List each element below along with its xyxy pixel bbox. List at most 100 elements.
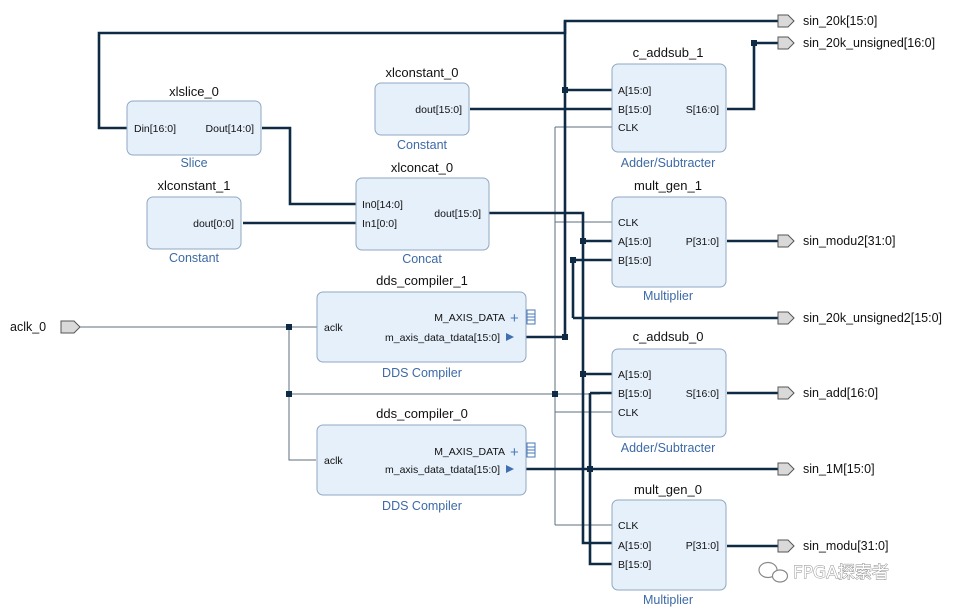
block-dds-compiler-0[interactable]: dds_compiler_0 aclk M_AXIS_DATA + m_axis…	[316, 406, 536, 513]
output-port-sin-1m[interactable]: sin_1M[15:0]	[777, 462, 875, 476]
pin-a: A[15:0]	[618, 85, 651, 97]
output-port-icon[interactable]	[777, 311, 795, 325]
output-port-sin-20k-unsigned[interactable]: sin_20k_unsigned[16:0]	[777, 36, 935, 50]
port-label: sin_1M[15:0]	[803, 462, 875, 476]
port-label: sin_20k_unsigned[16:0]	[803, 36, 935, 50]
block-mult-gen-1[interactable]: mult_gen_1 CLK A[15:0] B[15:0] P[31:0] M…	[611, 178, 727, 303]
block-xlslice-0[interactable]: xlslice_0 Din[16:0] Dout[14:0] Slice	[126, 84, 262, 170]
pin-tdata: m_axis_data_tdata[15:0]	[385, 464, 500, 476]
pin-clk: CLK	[618, 407, 638, 419]
port-label: sin_20k[15:0]	[803, 14, 877, 28]
output-port-sin-modu[interactable]: sin_modu[31:0]	[777, 539, 888, 553]
block-body[interactable]	[146, 196, 242, 250]
output-port-icon[interactable]	[777, 14, 795, 28]
block-type: Adder/Subtracter	[621, 441, 716, 455]
pin-dout: dout[0:0]	[193, 218, 234, 230]
pin-b: B[15:0]	[618, 559, 651, 571]
pin-aclk: aclk	[324, 322, 343, 334]
block-name: c_addsub_1	[633, 45, 704, 60]
pin-tdata: m_axis_data_tdata[15:0]	[385, 332, 500, 344]
watermark-text: FPGA探索者	[793, 563, 889, 583]
block-body[interactable]	[126, 100, 262, 156]
block-type: Concat	[402, 252, 442, 266]
pin-b: B[15:0]	[618, 255, 651, 267]
block-name: xlconstant_0	[386, 65, 459, 80]
block-xlconstant-1[interactable]: xlconstant_1 dout[0:0] Constant	[146, 178, 242, 265]
wechat-icon	[758, 561, 789, 583]
data-nets	[97, 19, 778, 566]
output-port-sin-modu2[interactable]: sin_modu2[31:0]	[777, 234, 895, 248]
pin-m-axis-data: M_AXIS_DATA	[434, 312, 505, 324]
pin-dout: Dout[14:0]	[206, 123, 255, 135]
block-type: Constant	[397, 138, 448, 152]
pin-a: A[15:0]	[618, 369, 651, 381]
block-xlconstant-0[interactable]: xlconstant_0 dout[15:0] Constant	[374, 65, 470, 152]
port-label: aclk_0	[10, 320, 46, 334]
output-port-icon[interactable]	[777, 36, 795, 50]
pin-s: S[16:0]	[686, 388, 719, 400]
pin-clk: CLK	[618, 122, 638, 134]
block-name: dds_compiler_1	[376, 273, 468, 288]
junction-dots	[286, 40, 757, 472]
pin-din: Din[16:0]	[134, 123, 176, 135]
pin-s: S[16:0]	[686, 104, 719, 116]
block-type: DDS Compiler	[382, 366, 462, 380]
block-body[interactable]	[355, 177, 490, 251]
pin-dout: dout[15:0]	[415, 104, 462, 116]
block-name: mult_gen_1	[634, 178, 702, 193]
port-label: sin_add[16:0]	[803, 386, 878, 400]
block-body[interactable]	[611, 499, 727, 591]
bus-interface-icon	[526, 309, 536, 325]
output-arrow-icon	[506, 465, 514, 473]
block-body[interactable]	[611, 348, 727, 438]
bus-interface-icon	[526, 442, 536, 458]
port-label: sin_modu2[31:0]	[803, 234, 895, 248]
block-body[interactable]	[374, 82, 470, 136]
block-body[interactable]	[611, 63, 727, 153]
block-xlconcat-0[interactable]: xlconcat_0 In0[14:0] In1[0:0] dout[15:0]…	[355, 160, 490, 266]
pin-clk: CLK	[618, 520, 638, 532]
pin-aclk: aclk	[324, 455, 343, 467]
block-type: Multiplier	[643, 289, 693, 303]
block-c-addsub-0[interactable]: c_addsub_0 A[15:0] B[15:0] CLK S[16:0] A…	[611, 329, 727, 455]
block-name: xlslice_0	[169, 84, 219, 99]
pin-in0: In0[14:0]	[362, 199, 403, 211]
block-name: dds_compiler_0	[376, 406, 468, 421]
block-name: mult_gen_0	[634, 482, 702, 497]
block-name: xlconcat_0	[391, 160, 453, 175]
block-name: xlconstant_1	[158, 178, 231, 193]
block-body[interactable]	[316, 291, 527, 363]
block-mult-gen-0[interactable]: mult_gen_0 CLK A[15:0] B[15:0] P[31:0] M…	[611, 482, 727, 607]
pin-in1: In1[0:0]	[362, 218, 397, 230]
input-port-icon[interactable]	[60, 320, 81, 334]
pin-a: A[15:0]	[618, 236, 651, 248]
block-type: Multiplier	[643, 593, 693, 607]
output-port-sin-20k-unsigned2[interactable]: sin_20k_unsigned2[15:0]	[777, 311, 942, 325]
output-port-icon[interactable]	[777, 386, 795, 400]
block-body[interactable]	[611, 196, 727, 288]
pin-b: B[15:0]	[618, 388, 651, 400]
pin-p: P[31:0]	[686, 540, 719, 552]
expand-plus-icon[interactable]: +	[510, 444, 519, 461]
block-dds-compiler-1[interactable]: dds_compiler_1 aclk M_AXIS_DATA + m_axis…	[316, 273, 536, 380]
output-port-icon[interactable]	[777, 462, 795, 476]
port-label: sin_20k_unsigned2[15:0]	[803, 311, 942, 325]
output-port-icon[interactable]	[777, 539, 795, 553]
port-label: sin_modu[31:0]	[803, 539, 888, 553]
input-port-aclk[interactable]: aclk_0	[10, 320, 81, 334]
block-type: Slice	[180, 156, 207, 170]
expand-plus-icon[interactable]: +	[510, 310, 519, 327]
block-body[interactable]	[316, 424, 527, 496]
pin-p: P[31:0]	[686, 236, 719, 248]
block-type: DDS Compiler	[382, 499, 462, 513]
output-port-icon[interactable]	[777, 234, 795, 248]
pin-m-axis-data: M_AXIS_DATA	[434, 446, 505, 458]
watermark: FPGA探索者	[758, 561, 889, 583]
pin-b: B[15:0]	[618, 104, 651, 116]
block-c-addsub-1[interactable]: c_addsub_1 A[15:0] B[15:0] CLK S[16:0] A…	[611, 45, 727, 170]
pin-clk: CLK	[618, 217, 638, 229]
pin-a: A[15:0]	[618, 540, 651, 552]
output-port-sin-add[interactable]: sin_add[16:0]	[777, 386, 878, 400]
output-port-sin-20k[interactable]: sin_20k[15:0]	[777, 14, 877, 28]
